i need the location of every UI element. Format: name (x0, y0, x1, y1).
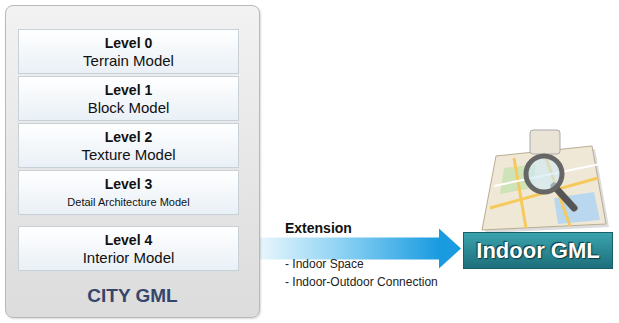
level-box: Level 2Texture Model (18, 123, 239, 168)
citygml-panel: CITY GMLLevel 0Terrain ModelLevel 1Block… (5, 5, 260, 318)
level-number: Level 1 (105, 81, 152, 99)
arrow-band (239, 238, 439, 260)
level-number: Level 3 (105, 175, 152, 193)
map-icon (474, 128, 614, 233)
level-number: Level 2 (105, 128, 152, 146)
magnifier-lens (526, 156, 562, 192)
map-paper (482, 146, 606, 230)
indoorgml-title: Indoor GML (476, 238, 599, 264)
level-name: Block Model (88, 99, 170, 117)
level-box: Level 4Interior Model (18, 226, 239, 271)
indoorgml-box: Indoor GML (463, 232, 613, 269)
level-box: Level 1Block Model (18, 76, 239, 121)
level-number: Level 0 (105, 34, 152, 52)
level-number: Level 4 (105, 231, 152, 249)
note-text: - Indoor-Outdoor Connection (285, 275, 438, 289)
note-text: - Indoor Space (285, 257, 364, 271)
map-roads (490, 152, 598, 228)
level-box: Level 3Detail Architecture Model (18, 170, 239, 215)
edge-label: Extension (283, 220, 354, 236)
level-box: Level 0Terrain Model (18, 29, 239, 74)
panel-title: CITY GML (6, 285, 259, 307)
map-tab (530, 130, 560, 154)
level-name: Texture Model (81, 146, 175, 164)
level-name: Interior Model (83, 249, 175, 267)
level-name: Detail Architecture Model (67, 193, 189, 211)
level-name: Terrain Model (83, 52, 174, 70)
arrow-head (439, 229, 461, 269)
